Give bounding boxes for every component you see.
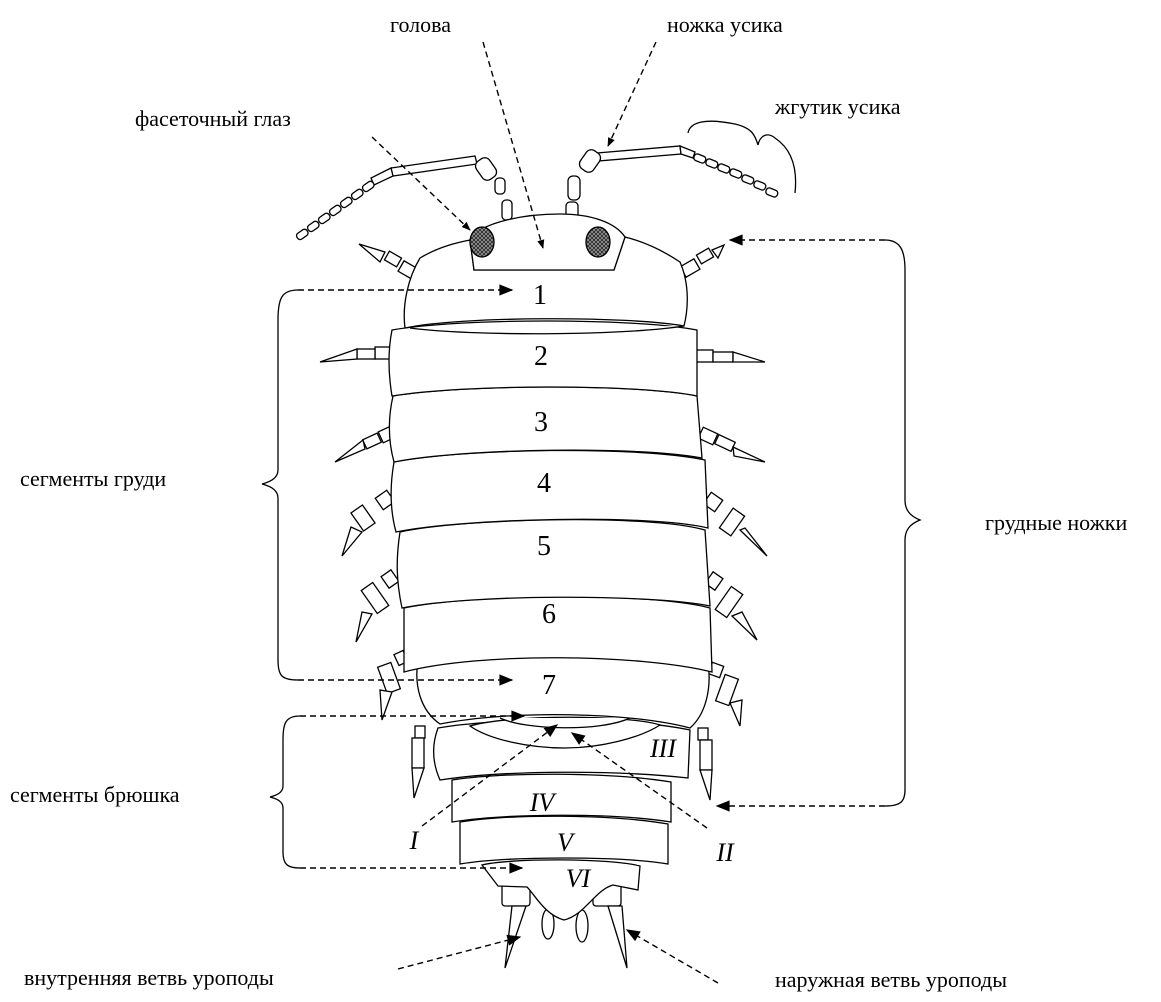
label-antenna-peduncle: ножка усика — [667, 14, 783, 36]
leg-2-left — [320, 347, 393, 362]
inner-uropod-right — [576, 910, 588, 942]
abdomen-numeral-II: II — [716, 840, 733, 866]
label-inner-uropod: внутренняя ветвь уроподы — [24, 967, 274, 989]
leg-3-left — [335, 425, 398, 462]
right-flagellum — [693, 153, 779, 198]
leg-6-right — [708, 662, 742, 726]
thorax-number-2: 2 — [534, 343, 548, 371]
label-thorax-segments: сегменты груди — [20, 468, 166, 490]
leg-7-left — [412, 726, 425, 798]
label-antenna-flagellum: жгутик усика — [775, 96, 900, 118]
leg-3-right — [698, 427, 765, 462]
right-antenna — [566, 146, 779, 222]
outer-uropod-right — [608, 906, 627, 968]
leg-1-right — [680, 245, 724, 277]
abdomen-bracket — [270, 716, 300, 868]
thorax-number-6: 6 — [542, 601, 556, 629]
legs-bracket — [885, 240, 920, 806]
label-compound-eye: фасеточный глаз — [135, 108, 291, 130]
abdomen-numeral-IV: IV — [530, 790, 555, 816]
leg-4-right — [703, 492, 767, 556]
leg-2-right — [695, 350, 765, 362]
leg-5-left — [356, 570, 399, 642]
leg-4-left — [342, 490, 395, 556]
compound-eye-right — [586, 227, 610, 257]
abdomen-segment-IV — [452, 774, 671, 822]
leg-7-right — [698, 728, 712, 800]
thorax-segment-5 — [397, 520, 710, 608]
abdomen-numeral-VI: VI — [566, 866, 591, 892]
abdomen-numeral-I: I — [410, 828, 419, 854]
abdomen-numeral-III: III — [650, 736, 676, 762]
label-outer-uropod: наружная ветвь уроподы — [775, 969, 1007, 991]
label-thoracic-legs: грудные ножки — [985, 512, 1127, 534]
thorax-number-5: 5 — [537, 533, 551, 561]
compound-eye-left — [470, 227, 494, 257]
label-head: голова — [390, 14, 451, 36]
thorax-number-4: 4 — [537, 470, 551, 498]
left-flagellum — [295, 180, 375, 241]
thorax-number-1: 1 — [533, 282, 547, 310]
thorax-number-7: 7 — [542, 672, 556, 700]
outer-uropod-left — [505, 906, 526, 968]
leg-1-left — [359, 244, 418, 279]
label-abdomen-segments: сегменты брюшка — [10, 784, 180, 806]
thorax-bracket — [262, 290, 298, 680]
thorax-number-3: 3 — [534, 409, 548, 437]
abdomen-numeral-V: V — [557, 830, 573, 856]
leg-5-right — [705, 572, 757, 640]
